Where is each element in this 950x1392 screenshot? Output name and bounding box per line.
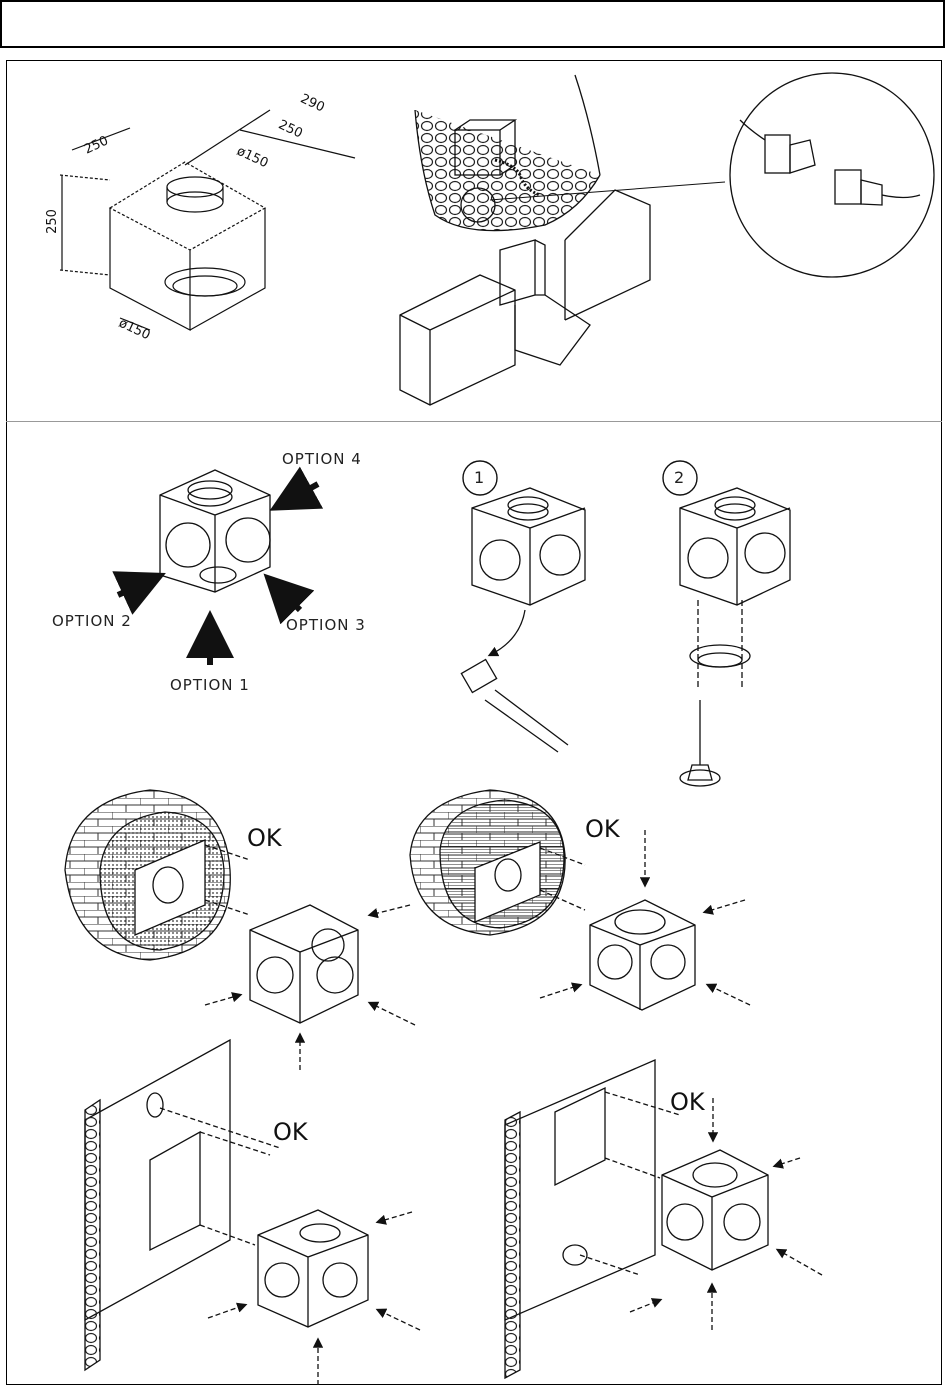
ok-label-flat-right: OK <box>670 1088 705 1116</box>
step2-drawing <box>663 461 790 786</box>
dim-height: 250 <box>45 209 60 234</box>
hood-installation-scene <box>400 73 934 405</box>
step1-drawing <box>461 461 585 752</box>
options-box-drawing <box>118 470 318 665</box>
ok-label-wall-left: OK <box>247 824 282 852</box>
ok-label-wall-right: OK <box>585 815 620 843</box>
wall-mount-right <box>410 790 750 1010</box>
flat-wall-right <box>505 1060 822 1378</box>
option-3-label: OPTION 3 <box>286 616 366 634</box>
step-2-number: 2 <box>674 468 685 487</box>
step-1-number: 1 <box>474 468 485 487</box>
option-4-label: OPTION 4 <box>282 450 362 468</box>
ok-label-flat-left: OK <box>273 1118 308 1146</box>
option-1-label: OPTION 1 <box>170 676 250 694</box>
option-2-label: OPTION 2 <box>52 612 132 630</box>
wall-mount-left <box>65 790 415 1070</box>
flat-wall-left <box>85 1040 420 1385</box>
